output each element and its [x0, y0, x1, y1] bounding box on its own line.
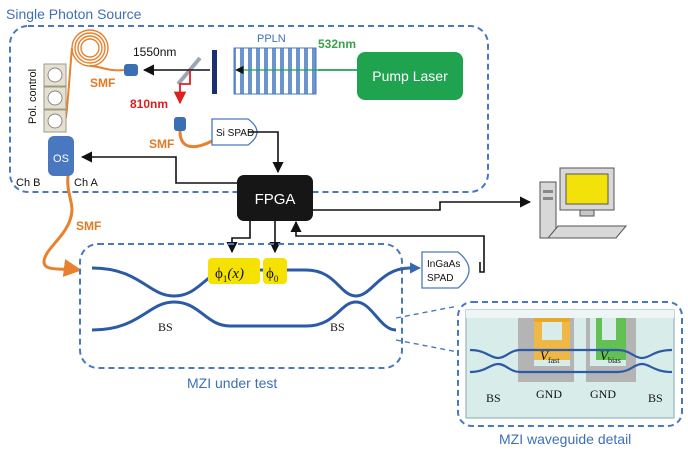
os-label: OS	[53, 153, 69, 165]
computer-icon	[539, 167, 628, 239]
ingaas-label-line2: SPAD	[427, 273, 454, 284]
v-bias-subscript: bias	[608, 356, 621, 365]
pump-laser-label: Pump Laser	[372, 68, 448, 84]
wire-fpga-os	[80, 151, 240, 184]
pol-control-label: Pol. control	[27, 69, 39, 124]
beam-810	[173, 70, 191, 105]
wavelength-532-label: 532nm	[318, 37, 356, 51]
phi1-subscript: 1	[223, 274, 228, 284]
pump-laser: Pump Laser	[357, 52, 463, 100]
si-spad-label: Si SPAD	[216, 128, 254, 139]
wire-sispad-fpga	[248, 131, 284, 174]
ppln-label: PPLN	[257, 33, 286, 45]
single-photon-source-frame: Single Photon Source	[6, 6, 489, 193]
mzi-waveguide-detail-label: MZI waveguide detail	[499, 431, 631, 447]
v-fast-electrode	[534, 318, 570, 360]
mzi-waveguide-detail-frame: MZI waveguide detail	[457, 301, 683, 447]
filter-plate	[212, 50, 217, 94]
wire-fpga-computer	[313, 196, 532, 211]
mzi-under-test-label: MZI under test	[187, 375, 277, 391]
wavelength-810-label: 810nm	[130, 97, 168, 111]
gnd-left-label: GND	[536, 387, 562, 401]
si-spad-detector: Si SPAD	[211, 118, 258, 146]
ppln-crystal: PPLN	[233, 33, 317, 95]
smf-fiber-coil	[65, 29, 125, 119]
v-bias-electrode	[596, 318, 626, 360]
zoom-line-bottom	[395, 339, 459, 353]
fiber-coupler-1550	[124, 64, 138, 76]
mzi-bs-right-label: BS	[330, 320, 345, 334]
svg-text:Vfast: Vfast	[540, 348, 560, 365]
svg-text:ϕ1(x): ϕ1(x)	[215, 266, 244, 284]
phi1-argument: (x)	[227, 266, 244, 282]
smf-label-mid: SMF	[149, 137, 174, 151]
phi0-subscript: 0	[274, 274, 279, 284]
ingaas-label-line1: InGaAs	[427, 259, 460, 270]
mzi-bs-left-label: BS	[158, 320, 173, 334]
wavelength-1550-label: 1550nm	[133, 45, 176, 59]
phase-shifter-phi1: ϕ1(x)	[208, 258, 260, 284]
wire-fpga-phi1	[226, 221, 251, 254]
svg-text:Vbias: Vbias	[600, 348, 621, 365]
optical-switch: OS	[48, 136, 74, 176]
smf-label-bottom: SMF	[76, 219, 101, 233]
phase-shifter-phi0: ϕ0	[263, 258, 287, 284]
fpga-box: FPGA	[237, 175, 313, 221]
single-photon-source-title: Single Photon Source	[6, 6, 142, 22]
ingaas-spad-detector: InGaAs SPAD	[421, 251, 470, 289]
detail-bs-left-label: BS	[486, 391, 501, 405]
v-fast-subscript: fast	[548, 356, 560, 365]
detail-bs-right-label: BS	[648, 391, 663, 405]
smf-os-to-mzi	[42, 175, 82, 277]
detail-waveguides	[469, 348, 673, 374]
smf-810-fiber	[178, 130, 215, 149]
gnd-right-label: GND	[590, 387, 616, 401]
polarization-controller	[43, 63, 67, 133]
phi1-symbol: ϕ	[215, 266, 223, 282]
ch-a-label: Ch A	[74, 177, 99, 189]
v-fast-symbol: V	[540, 348, 550, 363]
phi0-symbol: ϕ	[266, 266, 274, 282]
ch-b-label: Ch B	[16, 177, 40, 189]
zoom-line-top	[395, 305, 459, 319]
fpga-label: FPGA	[255, 191, 296, 208]
v-bias-symbol: V	[600, 348, 610, 363]
fiber-coupler-810	[174, 117, 186, 131]
smf-label-top: SMF	[90, 76, 115, 90]
svg-text:ϕ0: ϕ0	[266, 266, 279, 284]
dichroic-mirror	[176, 56, 202, 86]
wire-ingaas-fpga	[290, 220, 485, 273]
mzi-under-test-frame: MZI under test	[79, 243, 403, 391]
